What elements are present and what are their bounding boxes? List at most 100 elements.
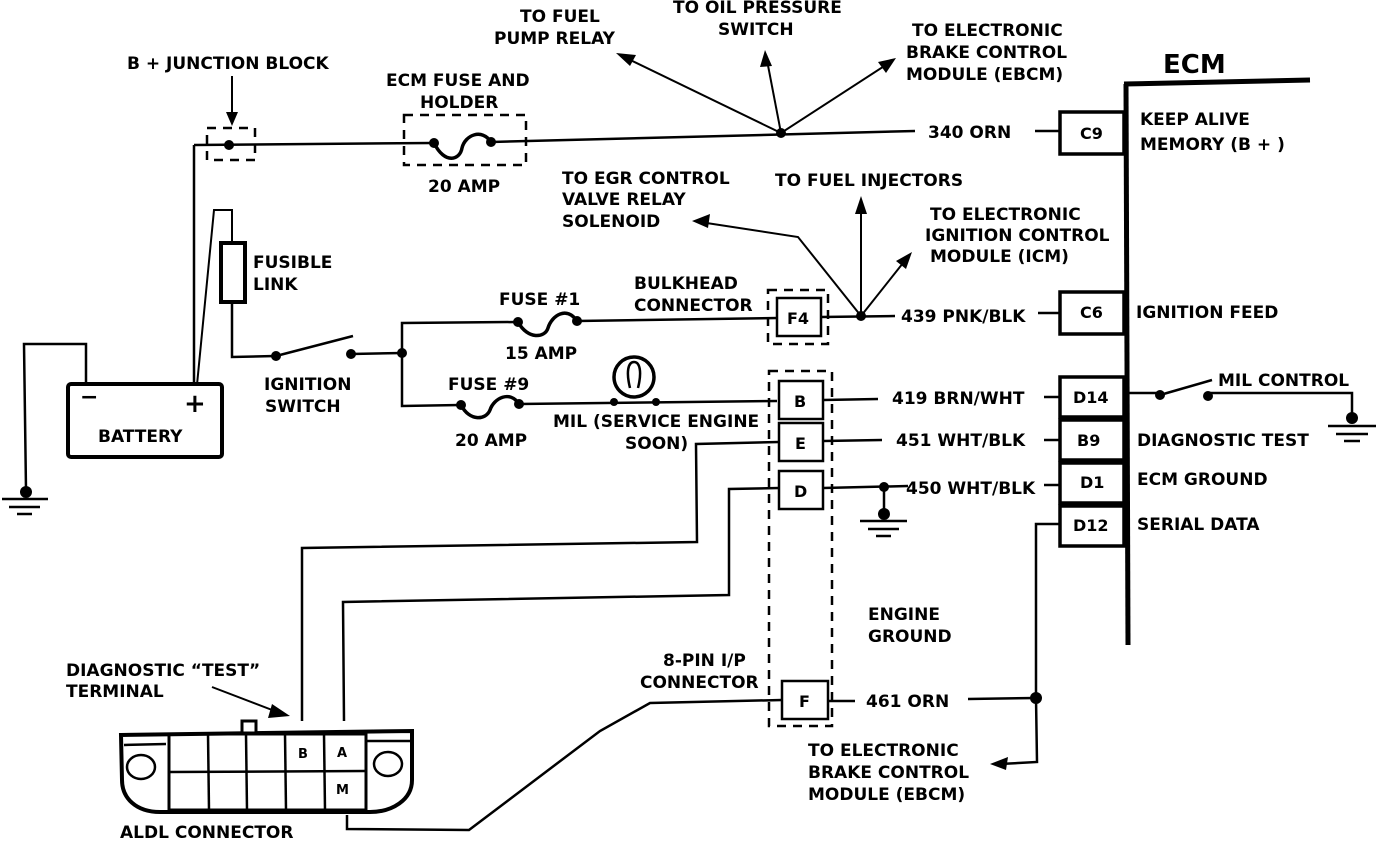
fuse-icon [459, 394, 521, 420]
ignition-switch-blade [275, 334, 354, 358]
fuse1-rating: 15 AMP [505, 344, 577, 364]
aldl-pin-m-label: M [336, 783, 349, 798]
to-ebcm-bottom-label-1: TO ELECTRONIC [808, 741, 959, 761]
fuse-branches: FUSE #1 15 AMP BULKHEAD CONNECTOR F4 439… [400, 169, 1110, 454]
wire-fusible-to-switch [230, 302, 276, 359]
diag-test-label-1: DIAGNOSTIC “TEST” [66, 661, 260, 681]
arrow-down-icon [226, 112, 238, 126]
aldl-grid-line [322, 733, 327, 811]
b-plus-circuit: B + JUNCTION BLOCK ECM FUSE AND HOLDER 2… [127, 0, 1067, 395]
ecm-fuse-label-2: HOLDER [420, 93, 498, 113]
ip-connector-outline [767, 369, 834, 728]
ip-pin-f-label: F [799, 692, 810, 711]
arrow-icon [855, 196, 867, 214]
arrow-icon [268, 704, 290, 718]
fuse9-label: FUSE #9 [448, 375, 529, 395]
aldl-grid-line [244, 733, 249, 811]
arrow-icon [896, 252, 912, 269]
ip-pin-e-label: E [795, 434, 806, 453]
branch-to-egr [699, 221, 862, 317]
to-oil-label-1: TO OIL PRESSURE [673, 0, 842, 18]
mil-label-1: MIL (SERVICE ENGINE [553, 412, 759, 432]
aldl-pin-a-label: A [337, 746, 347, 761]
wire-419-label: 419 BRN/WHT [892, 389, 1025, 409]
wire-fuse1-to-bulkhead [576, 316, 779, 323]
ecm-fuse-label-1: ECM FUSE AND [386, 71, 530, 91]
mil-label-2: SOON) [625, 434, 688, 454]
wire-to-fuse1 [400, 320, 517, 353]
aldl-latch [240, 719, 258, 735]
aldl-mount-hole [372, 750, 404, 778]
ground-dot [878, 508, 890, 520]
wire-419 [822, 397, 879, 402]
ip-connector-label-1: 8-PIN I/P [663, 651, 746, 671]
wire-to-ebcm [999, 697, 1039, 766]
battery-positive-icon: + [184, 389, 206, 419]
fuse1-label: FUSE #1 [499, 290, 580, 310]
ecm-pin-c6-label: C6 [1080, 303, 1103, 322]
branch-to-icm [860, 257, 908, 317]
to-oil-label-2: SWITCH [718, 20, 794, 40]
engine-ground-label-2: GROUND [868, 627, 952, 647]
fuse9-rating: 20 AMP [455, 431, 527, 451]
ecm-pin-d12 [1058, 504, 1126, 548]
arrow-icon [760, 50, 772, 67]
ecm-pin-b9-function: DIAGNOSTIC TEST [1137, 431, 1309, 451]
mil-control-label: MIL CONTROL [1218, 371, 1349, 391]
to-egr-label-3: SOLENOID [562, 212, 660, 232]
battery-label: BATTERY [98, 427, 183, 447]
ip-pin-d-label: D [794, 482, 807, 501]
aldl-connector: DIAGNOSTIC “TEST” TERMINAL B A M ALDL CO… [66, 661, 414, 842]
to-icm-label-3: MODULE (ICM) [930, 247, 1069, 267]
diag-test-pointer-line [211, 686, 281, 714]
ecm-pin-c9 [1058, 110, 1126, 156]
fuse-icon [516, 311, 579, 338]
aldl-wiring [300, 440, 783, 832]
to-ebcm-top-label-1: TO ELECTRONIC [912, 21, 1063, 41]
engine-ground-label-1: ENGINE [868, 605, 940, 625]
bulkhead-pin-f4-label: F4 [787, 309, 809, 328]
wire-340-label: 340 ORN [928, 123, 1011, 143]
bulkhead-label-1: BULKHEAD [634, 274, 738, 294]
mil-control: MIL CONTROL [1124, 371, 1376, 443]
ecm-pin-d14-label: D14 [1073, 388, 1109, 407]
wire-mil-control-ground [1208, 391, 1354, 415]
ecm-left-edge [1123, 83, 1131, 646]
ecm-pin-d1-label: D1 [1080, 473, 1104, 492]
wire-junction-to-ecm-fuse [193, 141, 433, 147]
to-ebcm-top-label-3: MODULE (EBCM) [906, 65, 1063, 85]
ignition-switch-label-1: IGNITION [264, 375, 351, 395]
wire-to-fuse9 [400, 353, 461, 408]
fusible-link-label-2: LINK [253, 275, 298, 295]
ecm-pin-d14 [1058, 375, 1126, 419]
bulkhead-label-2: CONNECTOR [634, 296, 753, 316]
aldl-pin-b-label: B [298, 747, 308, 762]
ground-dot [1346, 412, 1358, 424]
wire-461-label: 461 ORN [866, 692, 949, 712]
ignition-switch-label-2: SWITCH [265, 397, 341, 417]
fusible-link-label-1: FUSIBLE [253, 253, 332, 273]
ground-icon [860, 519, 907, 538]
ip-connector-label-2: CONNECTOR [640, 673, 759, 693]
ecm-pin-d12-label: D12 [1073, 516, 1109, 535]
ground-icon [2, 497, 48, 516]
wire-451 [822, 438, 883, 443]
battery-negative-icon: − [80, 385, 98, 410]
aldl-grid-line [168, 769, 367, 774]
ground-dot [20, 486, 32, 498]
ecm-pin-d1 [1058, 461, 1126, 505]
ecm-pin-c9-function-1: KEEP ALIVE [1140, 110, 1250, 130]
to-fuel-pump-label-1: TO FUEL [520, 7, 600, 27]
ecm-top-edge [1123, 77, 1311, 87]
ecm-pin-c9-function-2: MEMORY (B + ) [1140, 135, 1285, 155]
arrow-icon [616, 53, 636, 66]
ecm-pin-d1-function: ECM GROUND [1137, 470, 1268, 490]
fusible-link [219, 241, 247, 304]
battery [66, 382, 224, 459]
battery-circuit: FUSIBLE LINK IGNITION SWITCH − + BATTERY [2, 209, 407, 516]
wire-461 [967, 696, 1037, 701]
wire-f-to-aldl-m [345, 698, 783, 832]
wire-e-to-aldl-b [300, 440, 780, 721]
ecm-title: ECM [1163, 50, 1226, 80]
to-ebcm-bottom-label-2: BRAKE CONTROL [808, 763, 969, 783]
